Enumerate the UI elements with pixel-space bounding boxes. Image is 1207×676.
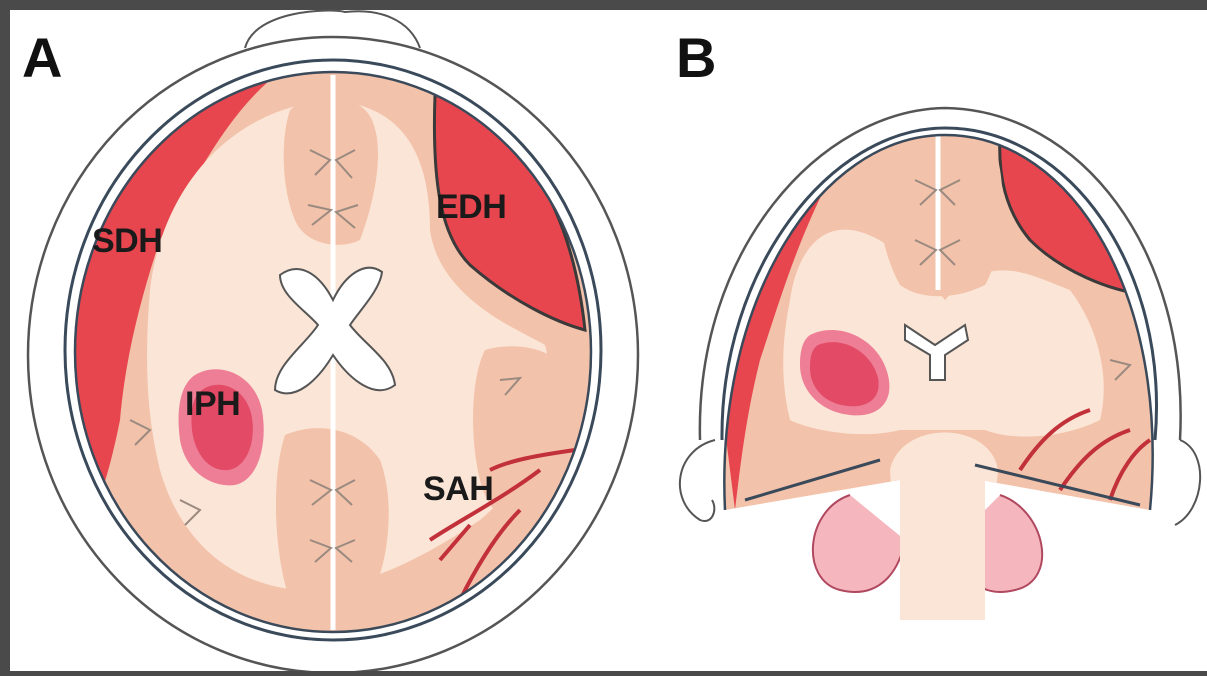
panel-b-letter: B (676, 30, 716, 86)
sdh-label: SDH (92, 224, 162, 258)
panel-a-letter: A (22, 30, 62, 86)
brainstem-lower (900, 470, 985, 620)
iph-label: IPH (185, 387, 240, 421)
sah-label: SAH (423, 472, 493, 506)
edh-label: EDH (436, 190, 506, 224)
